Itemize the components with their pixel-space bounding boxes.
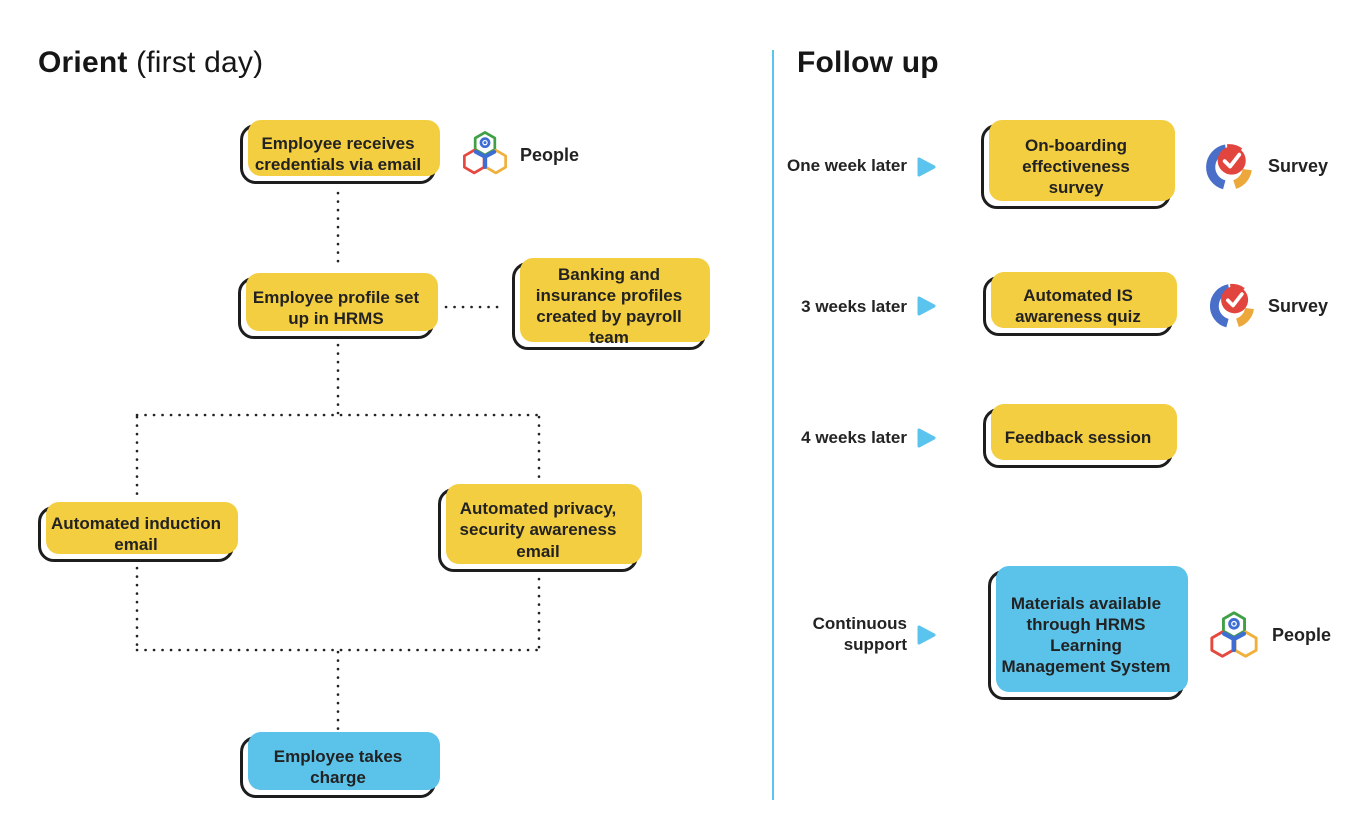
flow-box-banking-text: Banking and insurance profiles created b…	[535, 264, 683, 348]
people-icon	[1210, 611, 1258, 658]
flow-box-credentials: Employee receives credentials via email	[240, 120, 440, 184]
orient-title: Orient (first day)	[38, 46, 263, 80]
flow-box-takes-charge-text: Employee takes charge	[273, 746, 403, 787]
flow-box-lms-materials-text: Materials available through HRMS Learnin…	[1001, 593, 1171, 677]
flow-connectors	[135, 191, 541, 731]
people-icon-label: People	[1272, 625, 1332, 645]
flow-box-feedback-session: Feedback session	[983, 404, 1177, 468]
followup-title: Follow up	[797, 46, 939, 79]
flow-box-profile: Employee profile set up in HRMS	[238, 273, 438, 339]
row-when-label: 4 weeks later	[801, 428, 907, 447]
people-icon	[463, 131, 507, 175]
arrow-right-icon	[917, 625, 936, 645]
survey-icon-label: Survey	[1268, 296, 1329, 316]
row-when-label: Continuous support	[812, 614, 907, 655]
orient-title-bold: Orient	[38, 46, 128, 79]
flow-box-awareness-quiz-text: Automated IS awareness quiz	[1015, 285, 1141, 326]
survey-icon	[1209, 283, 1254, 328]
people-icon-label: People	[520, 145, 580, 165]
survey-icon-label: Survey	[1268, 156, 1329, 176]
flow-box-credentials-text: Employee receives credentials via email	[254, 133, 422, 174]
flow-box-lms-materials: Materials available through HRMS Learnin…	[988, 566, 1188, 700]
survey-icon	[1206, 144, 1252, 190]
flow-box-onboarding-survey: On-boarding effectiveness survey	[981, 120, 1175, 209]
flow-box-onboarding-survey-text: On-boarding effectiveness survey	[1022, 135, 1130, 198]
flow-box-induction: Automated induction email	[38, 502, 238, 562]
flow-box-takes-charge: Employee takes charge	[240, 732, 440, 798]
orient-title-light: (first day)	[127, 46, 264, 79]
flow-box-awareness-quiz: Automated IS awareness quiz	[983, 272, 1177, 336]
flow-box-induction-text: Automated induction email	[51, 513, 221, 554]
arrow-right-icon	[917, 428, 936, 448]
panel-divider	[772, 50, 774, 800]
flow-box-profile-text: Employee profile set up in HRMS	[252, 287, 420, 328]
flow-box-privacy-text: Automated privacy, security awareness em…	[459, 499, 617, 561]
flow-box-feedback-session-text: Feedback session	[1004, 428, 1152, 448]
arrow-right-icon	[917, 296, 936, 316]
flow-box-banking: Banking and insurance profiles created b…	[512, 258, 710, 350]
flow-box-privacy: Automated privacy, security awareness em…	[438, 484, 642, 572]
row-when-label: One week later	[786, 156, 907, 175]
arrow-right-icon	[917, 157, 936, 177]
row-when-label: 3 weeks later	[801, 297, 907, 316]
